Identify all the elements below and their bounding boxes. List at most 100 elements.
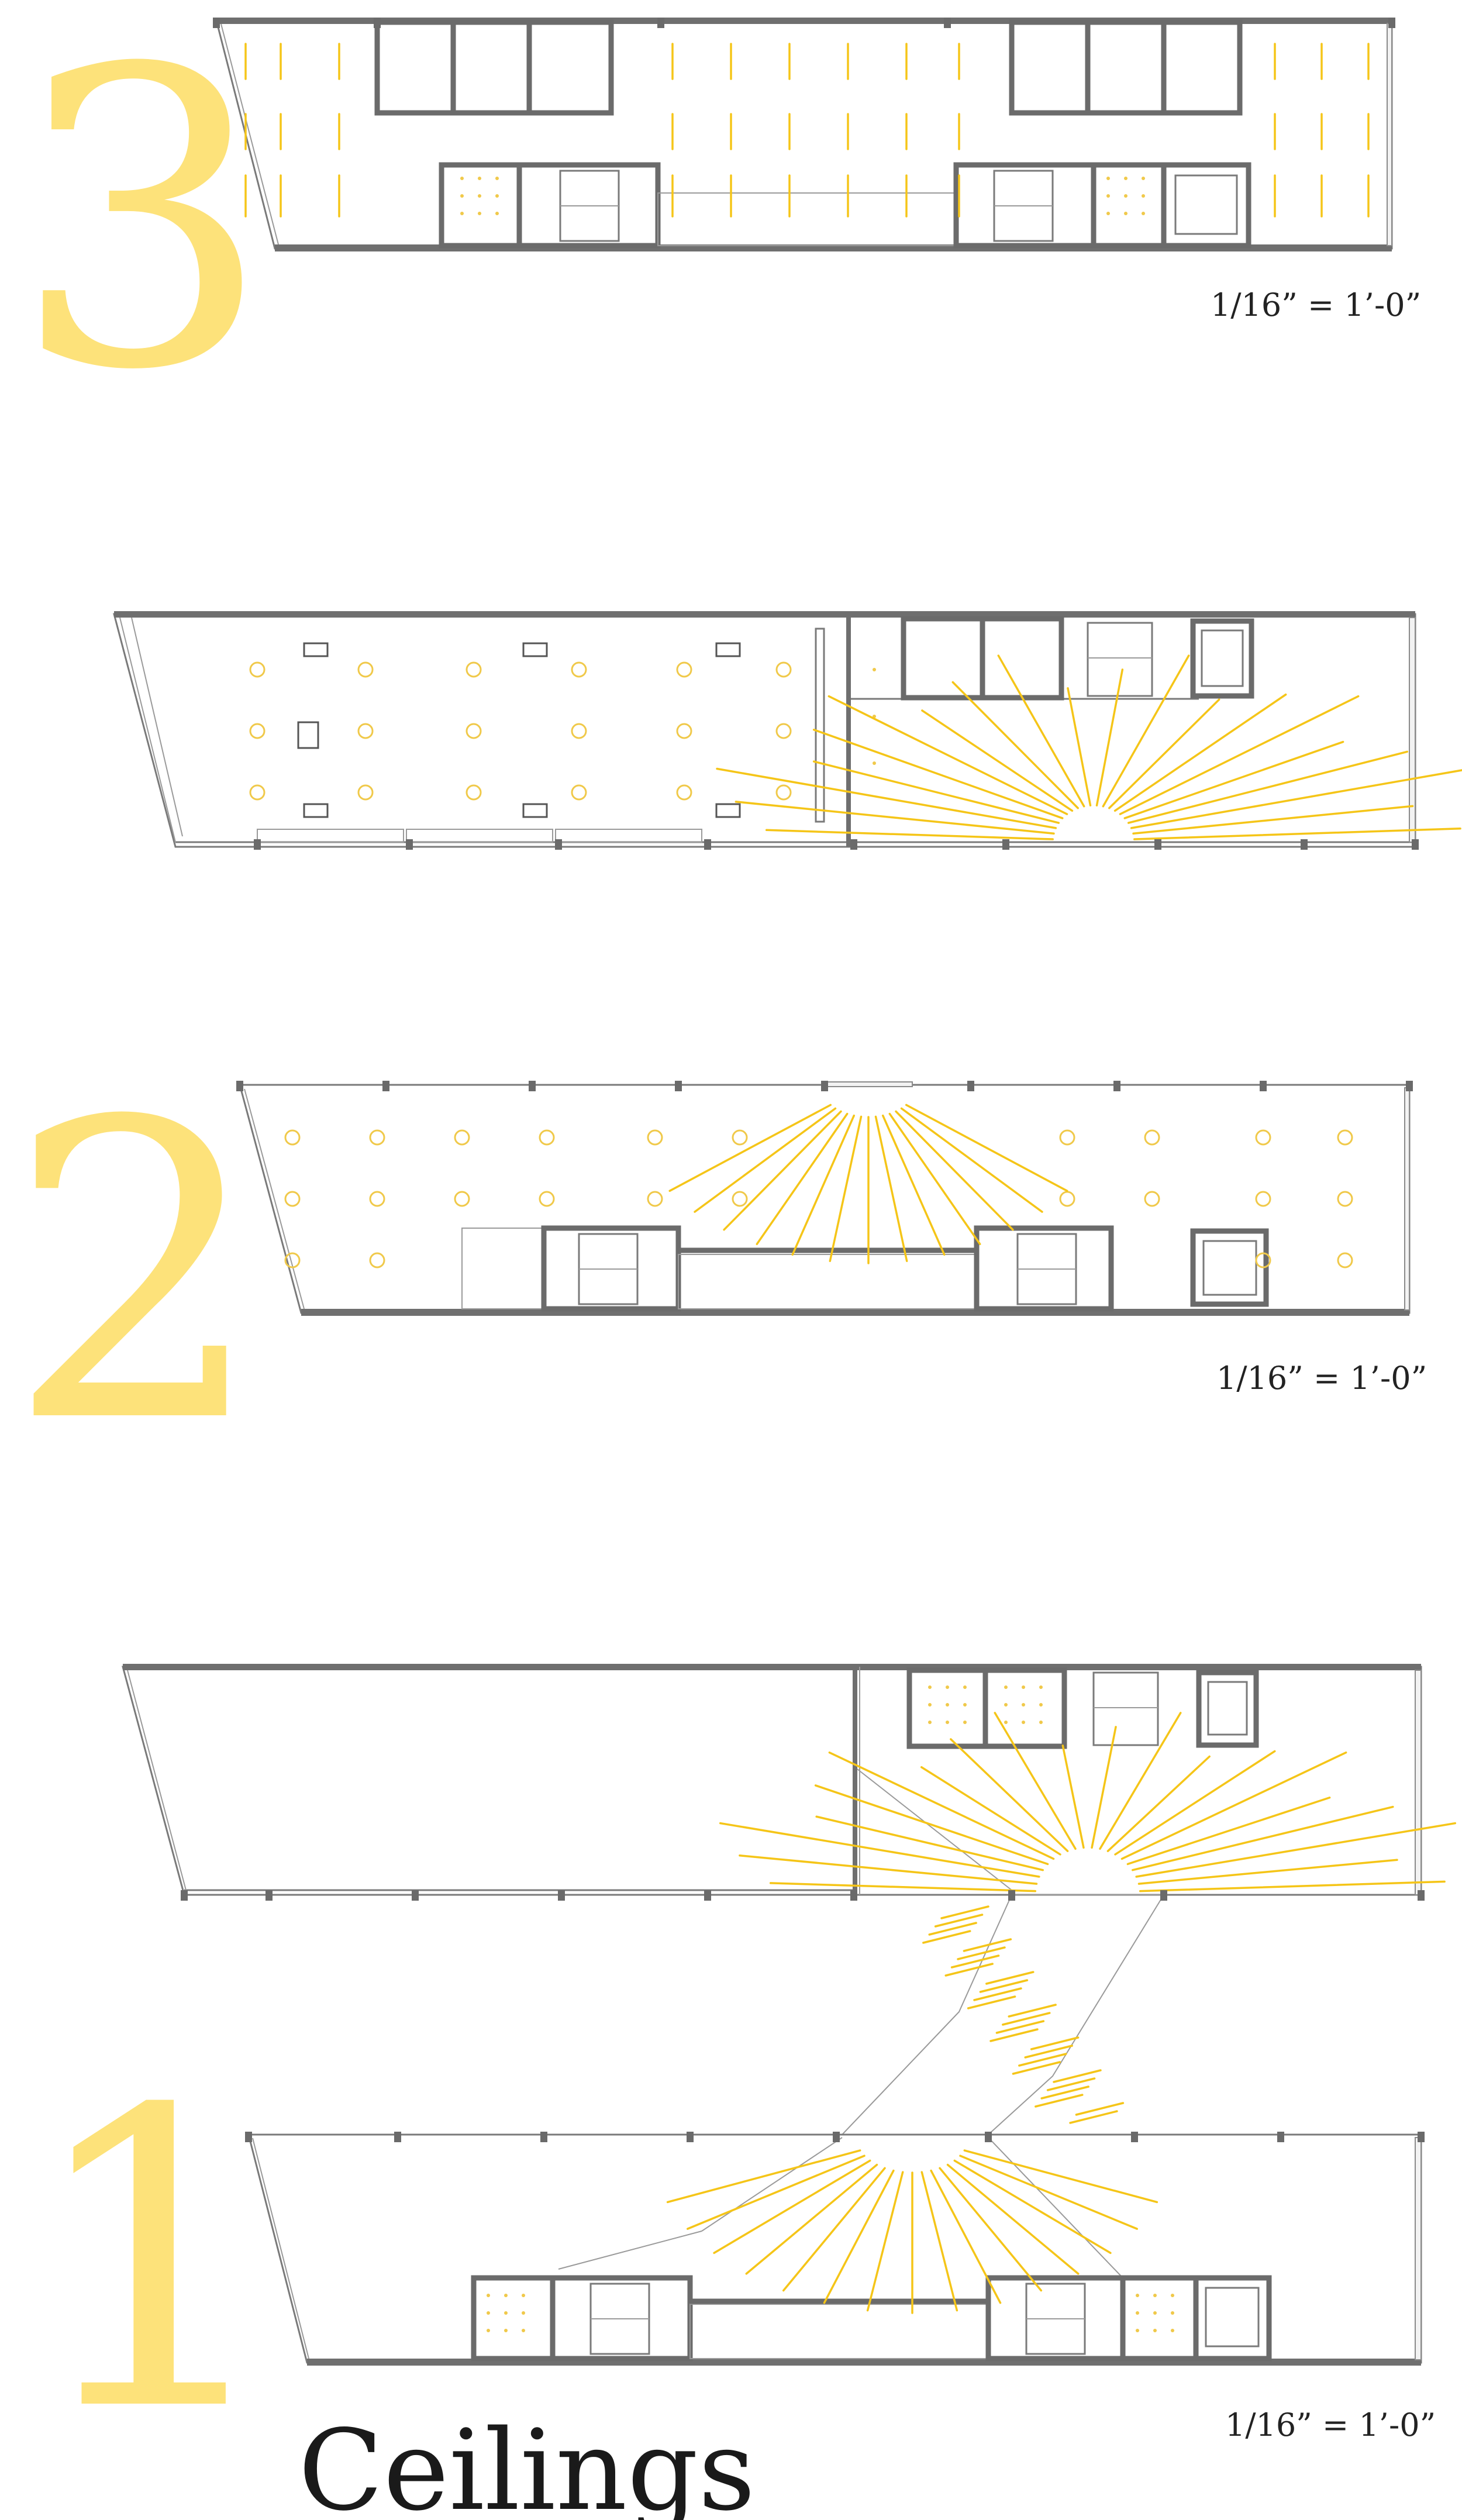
ceiling-diffuser [715,642,741,657]
column [675,1081,682,1091]
bridge-slot-light [1040,2085,1089,2100]
bridge-slot-light [1069,2110,1118,2124]
ceiling-radial-slot [791,1114,856,1256]
ceiling-can-light [369,1191,385,1207]
ceiling-radial-slot [1135,1822,1456,1878]
ceiling-radial-slot [1119,695,1360,815]
column [1301,839,1308,850]
level-2-number: 2 [6,1036,266,1512]
ceiling-radial-slot [668,1104,832,1192]
ceiling-radial-slot [765,829,1054,840]
ceiling-downlight [1022,1685,1025,1689]
ceiling-radial-slot [1108,698,1220,809]
column [687,2132,694,2142]
ceiling-downlight [928,1685,932,1689]
bridge-slot-light [1053,2069,1102,2083]
ceiling-radial-slot [1099,1712,1182,1850]
column [704,1890,711,1901]
ceiling-downlight [487,2329,490,2332]
ceiling-radial-slot [1114,1750,1276,1856]
ceiling-downlight [504,2329,508,2332]
ceiling-downlight [928,1703,932,1707]
ceiling-can-light [1337,1129,1353,1146]
ceiling-radial-slot [1091,1726,1117,1849]
ceiling-downlight [478,177,481,180]
ceiling-downlight [873,761,876,765]
ceiling-can-light [1144,1191,1160,1207]
column [833,2132,840,2142]
ceiling-radial-slot [874,1115,908,1263]
ceiling-radial-slot [1130,769,1462,829]
ceiling-downlight [1124,194,1127,198]
ceiling-downlight [1142,177,1145,180]
bridge-slot-light [1012,2061,1061,2075]
ceiling-radial-slot [719,1822,1040,1878]
column [1277,2132,1284,2142]
ceiling-can-light [732,1191,748,1207]
bridge-slot-light [1030,2036,1080,2050]
ceiling-downlight [1124,212,1127,215]
ceiling-diffuser [715,803,741,818]
ceiling-can-light [249,784,265,801]
ceiling-can-light [357,723,374,739]
ceiling-can-light [369,1129,385,1146]
ceiling-downlight [1153,2311,1157,2315]
ceiling-radial-slot [1126,1796,1331,1866]
ceiling-can-light [454,1129,470,1146]
ceiling-can-light [676,723,692,739]
ceiling-downlight [873,668,876,671]
ceiling-downlight [1106,177,1110,180]
column [382,1081,389,1091]
column [1406,1081,1413,1091]
column [1008,1890,1015,1901]
ceiling-radial-slot [723,1110,842,1231]
bridge-slot-light [973,1987,1022,2001]
column [1131,2132,1138,2142]
bridge-slot-light [963,1938,1012,1952]
ceiling-downlight [1153,2294,1157,2297]
ceiling-can-light [539,1129,555,1146]
ceiling-downlight [963,1703,967,1707]
ceiling-can-light [1059,1191,1075,1207]
ceiling-downlight [495,177,499,180]
ceiling-can-light [357,784,374,801]
ceiling-downlight [1004,1721,1008,1724]
level-1-scale: 1/16” = 1’-0” [1225,2407,1436,2443]
ceiling-radial-slot [769,1882,1037,1892]
ceiling-radial-slot [815,1815,1044,1871]
bridge-slot-light [957,1946,1006,1960]
ceiling-can-light [775,661,792,678]
ceiling-downlight [522,2311,525,2315]
ceiling-radial-slot [881,1114,946,1256]
ceiling-downlight [1153,2329,1157,2332]
ceiling-can-light [249,661,265,678]
ceiling-radial-slot [963,2149,1158,2204]
column [1160,1890,1167,1901]
ceiling-radial-slot [1106,1755,1211,1852]
ceiling-radial-slot [694,1107,837,1213]
ceiling-can-light [571,784,587,801]
ceiling-radial-slot [828,1751,1055,1860]
ceiling-radial-slot [812,729,1064,819]
ceiling-radial-slot [1127,750,1409,824]
ceiling-can-light [357,661,374,678]
ceiling-can-light [454,1191,470,1207]
ceiling-downlight [1022,1721,1025,1724]
ceiling-downlight [1136,2311,1139,2315]
column [944,18,951,28]
ceiling-downlight [963,1685,967,1689]
ceiling-downlight [1004,1703,1008,1707]
column [1002,839,1009,850]
ceiling-diffuser [522,803,548,818]
ceiling-diffuser [303,803,329,818]
ceiling-radial-slot [687,2154,866,2230]
column [850,1890,857,1901]
ceiling-radial-slot [716,767,1057,829]
ceiling-radial-slot [997,654,1085,808]
ceiling-downlight [1106,212,1110,215]
column [245,2132,252,2142]
bridge-slot-light [995,2020,1045,2034]
ceiling-radial-slot [895,1110,1014,1231]
level-1-number: 1 [23,2024,284,2501]
ceiling-can-light [571,661,587,678]
